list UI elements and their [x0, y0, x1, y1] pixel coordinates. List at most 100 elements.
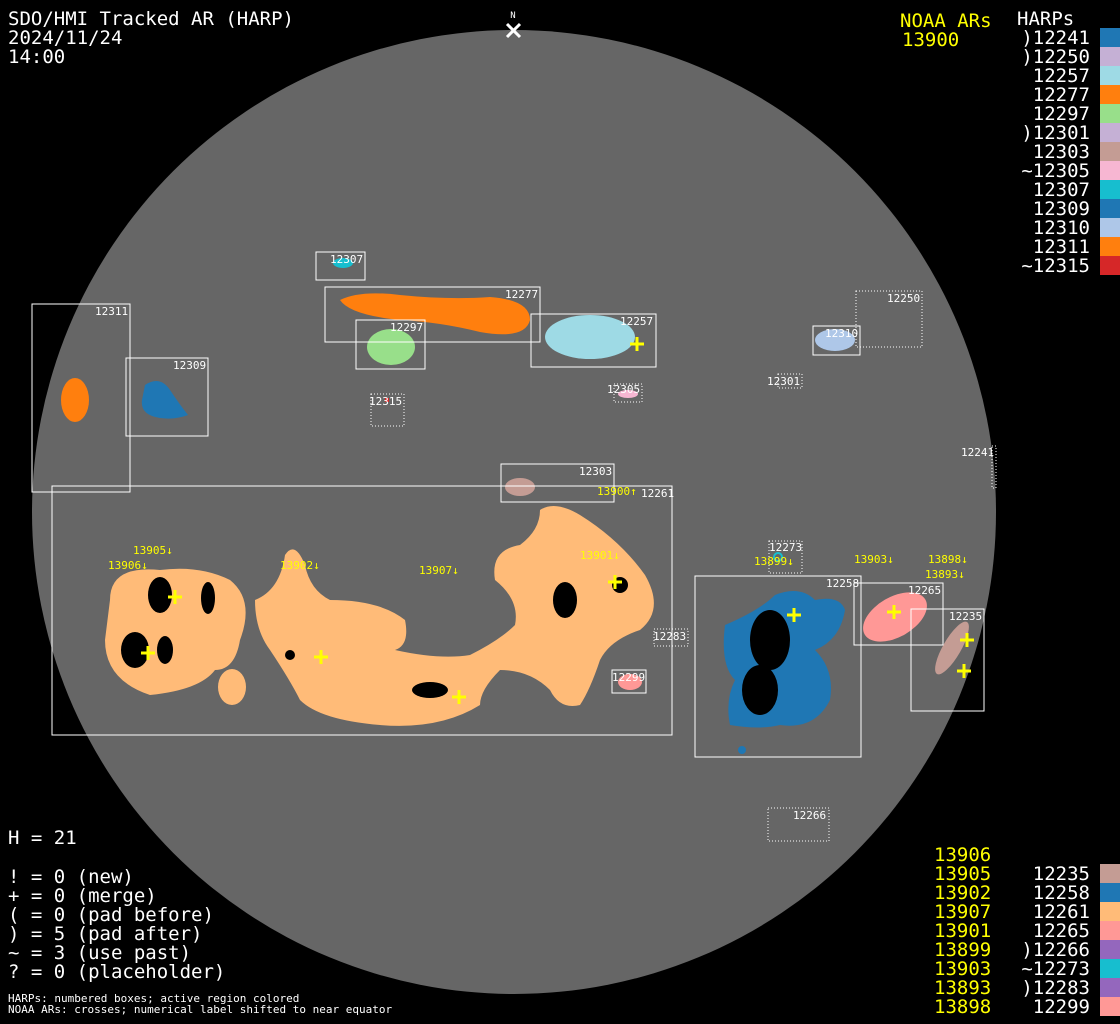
harp-box-12283 — [653, 628, 689, 647]
harp-label: 12265 — [908, 584, 941, 597]
harp-box-12299 — [611, 669, 647, 694]
legend-swatch — [1100, 199, 1120, 218]
legend-swatch — [1100, 161, 1120, 180]
noaa-cross-icon — [960, 633, 974, 647]
harp-box-12301 — [777, 373, 803, 389]
harp-box-12257 — [530, 313, 657, 368]
legend-swatch — [1100, 85, 1120, 104]
legend-label: 12257 — [1032, 64, 1090, 87]
harp-label: 12258 — [826, 577, 859, 590]
harp-label: 12309 — [173, 359, 206, 372]
harp-box-12307 — [315, 251, 366, 281]
legend-row: 12299 — [1021, 995, 1120, 1018]
harp-box-12241 — [991, 445, 997, 489]
noaa-list-item: 13902 — [934, 882, 992, 904]
region-12299 — [618, 674, 642, 690]
region-12307 — [333, 258, 353, 268]
stat-line: ? = 0 (placeholder) — [8, 961, 226, 983]
harp-label: 12241 — [961, 446, 994, 459]
noaa-labels: 13906↓ 13905↓ 13902↓ 13907↓ 13901↓ 13900… — [108, 485, 968, 581]
harp-label: 12297 — [390, 321, 423, 334]
legend-swatch — [1100, 256, 1120, 275]
solar-disk — [32, 30, 996, 994]
noaa-list-item: 13898 — [934, 996, 992, 1018]
legend-label: )12266 — [1021, 938, 1090, 961]
legend-row: ~12273 — [1021, 958, 1120, 980]
legend-label: 12297 — [1032, 102, 1090, 125]
legend-swatch — [1100, 883, 1120, 902]
legend-label: 12261 — [1032, 900, 1090, 923]
legend-label: 12307 — [1032, 178, 1090, 201]
legend-swatch — [1100, 237, 1120, 256]
legend-row: 12261 — [1021, 900, 1120, 923]
region-12305 — [618, 390, 638, 398]
noaa-header: NOAA ARs — [900, 10, 992, 32]
region-12297 — [367, 329, 415, 365]
noaa-label: 13893↓ — [925, 568, 965, 581]
legend-row: 12303 — [1021, 140, 1120, 163]
legend-row: 12265 — [1021, 920, 1120, 942]
legend-row: 12307 — [1021, 178, 1120, 201]
noaa-label: 13902↓ — [280, 559, 320, 572]
noaa-label: 13907↓ — [419, 564, 459, 577]
harp-box-12273 — [768, 540, 803, 574]
harp-count: H = 21 — [8, 827, 77, 849]
noaa-label: 13898↓ — [928, 553, 968, 566]
harp-label: 12277 — [505, 288, 538, 301]
region-12310 — [815, 329, 855, 351]
harp-label: 12299 — [612, 671, 645, 684]
noaa-cross-icon — [630, 337, 644, 351]
noaa-cross-icon — [608, 575, 622, 589]
harp-box-12303 — [500, 463, 615, 503]
stat-line: ( = 0 (pad before) — [8, 904, 214, 926]
legend-swatch — [1100, 47, 1120, 66]
legend-swatch — [1100, 142, 1120, 161]
legend-swatch — [1100, 28, 1120, 47]
region-12311 — [61, 378, 89, 422]
legend-label: 12309 — [1032, 197, 1090, 220]
legend-row: )12250 — [1021, 46, 1120, 68]
noaa-crosses — [141, 337, 974, 704]
legend-label: 12303 — [1032, 140, 1090, 163]
stat-line: ~ = 3 (use past) — [8, 942, 192, 964]
noaa-list-item: 13901 — [934, 920, 992, 942]
harp-label: 12303 — [579, 465, 612, 478]
legend-row: 12311 — [1021, 235, 1120, 258]
legend-row: 12277 — [1021, 84, 1120, 106]
harp-label: 12301 — [767, 375, 800, 388]
harp-label: 12250 — [887, 292, 920, 305]
legend-label: 12299 — [1032, 995, 1090, 1018]
noaa-list-item: 13905 — [934, 863, 992, 885]
stat-line: + = 0 (merge) — [8, 885, 157, 907]
stat-line: ! = 0 (new) — [8, 866, 134, 888]
harp-box-12258 — [694, 575, 862, 758]
legend-swatch — [1100, 921, 1120, 940]
legend-label: 12311 — [1032, 235, 1090, 258]
legend-row: ~12315 — [1021, 255, 1120, 277]
noaa-cross-icon — [141, 646, 155, 660]
footer-note: NOAA ARs: crosses; numerical label shift… — [8, 1003, 393, 1016]
harp-box-12305 — [613, 383, 643, 403]
legend-swatch — [1100, 180, 1120, 199]
harp-box-12265 — [853, 582, 944, 646]
region-12235 — [935, 621, 969, 675]
date: 2024/11/24 — [8, 27, 123, 49]
legend-label: 12310 — [1032, 216, 1090, 239]
region-12273 — [773, 552, 783, 562]
noaa-list-item: 13906 — [934, 844, 992, 866]
harp-label: 12315 — [369, 395, 402, 408]
noaa-cross-icon — [887, 605, 901, 619]
harp-box-12309 — [125, 357, 209, 437]
noaa-label: 13900↑ — [597, 485, 637, 498]
harp-label: 12266 — [793, 809, 826, 822]
north-label: N — [510, 11, 515, 21]
legend-row: )12266 — [1021, 938, 1120, 961]
legend-row: )12301 — [1021, 122, 1120, 144]
footer-note: HARPs: numbered boxes; active region col… — [8, 992, 300, 1005]
legend-swatch — [1100, 902, 1120, 921]
noaa-cross-icon — [452, 690, 466, 704]
